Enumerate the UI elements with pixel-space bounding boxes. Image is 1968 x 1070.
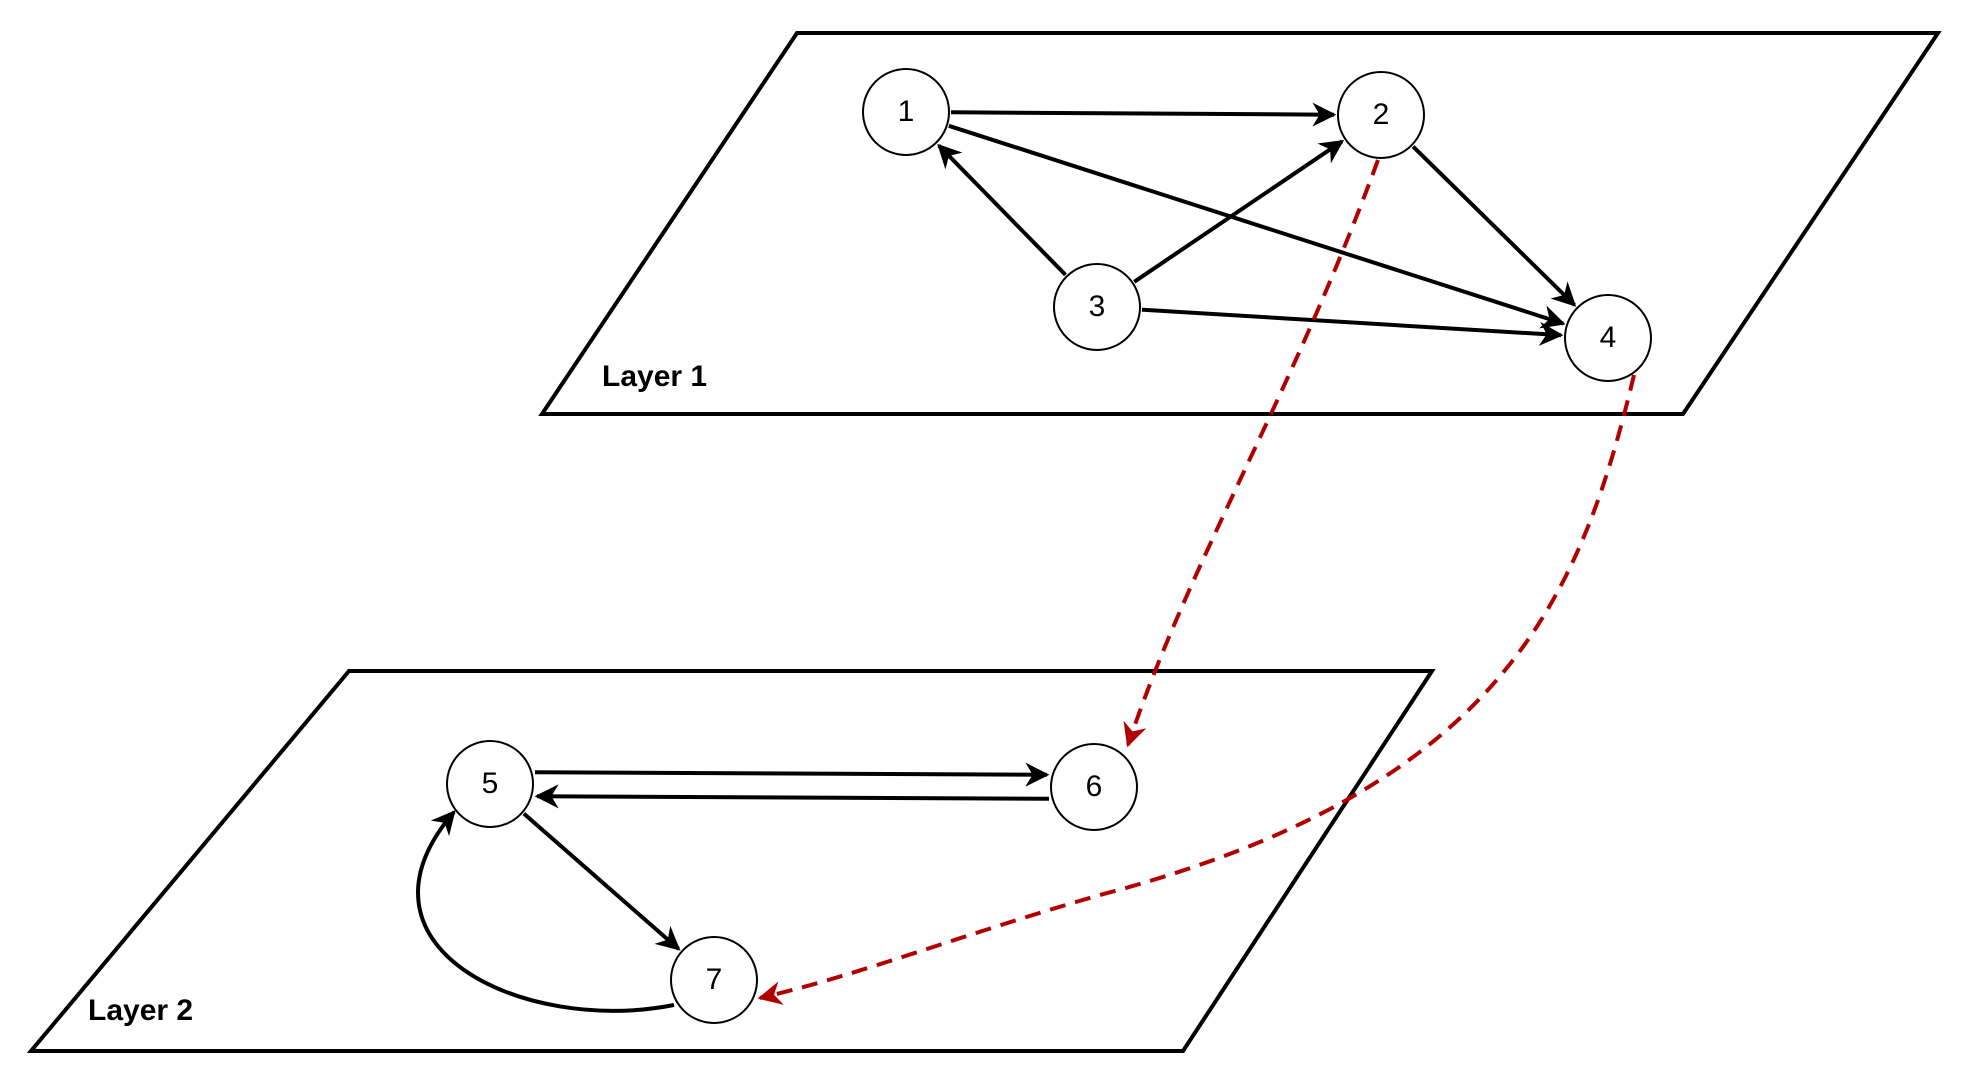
edge-5-to-6 bbox=[534, 762, 1050, 787]
node-label: 5 bbox=[482, 767, 499, 800]
edge-2-to-6 bbox=[1123, 159, 1380, 748]
node-1[interactable]: 1 bbox=[862, 68, 950, 156]
node-label: 7 bbox=[706, 963, 723, 996]
edge-5-to-7 bbox=[522, 812, 681, 951]
edge-6-to-5 bbox=[534, 784, 1050, 809]
layer-1-plane bbox=[538, 31, 1942, 416]
node-3[interactable]: 3 bbox=[1053, 263, 1141, 351]
node-label: 3 bbox=[1089, 290, 1106, 323]
node-circle bbox=[1564, 294, 1652, 382]
node-5[interactable]: 5 bbox=[446, 740, 534, 828]
node-label: 4 bbox=[1600, 321, 1617, 354]
edges-group bbox=[416, 102, 1636, 1013]
edge-3-to-4 bbox=[1141, 307, 1564, 346]
edge-2-to-4 bbox=[1411, 145, 1577, 307]
node-label: 2 bbox=[1373, 98, 1390, 131]
node-2[interactable]: 2 bbox=[1337, 71, 1425, 159]
edge-1-to-2 bbox=[950, 102, 1337, 127]
node-4[interactable]: 4 bbox=[1564, 294, 1652, 382]
node-circle bbox=[670, 936, 758, 1024]
node-circle bbox=[1050, 743, 1138, 831]
layer-2-label: Layer 2 bbox=[88, 994, 193, 1027]
node-6[interactable]: 6 bbox=[1050, 743, 1138, 831]
node-circle bbox=[446, 740, 534, 828]
node-label: 6 bbox=[1086, 770, 1103, 803]
node-circle bbox=[1337, 71, 1425, 159]
edge-3-to-2 bbox=[1133, 139, 1345, 284]
node-label: 1 bbox=[898, 95, 915, 128]
edge-3-to-1 bbox=[937, 143, 1067, 277]
node-7[interactable]: 7 bbox=[670, 936, 758, 1024]
node-circle bbox=[1053, 263, 1141, 351]
nodes-group: 1 2 3 4 5 6 7 bbox=[446, 68, 1652, 1024]
edge-1-to-4 bbox=[948, 123, 1566, 329]
edge-7-to-5 bbox=[416, 810, 675, 1013]
layer-1-label: Layer 1 bbox=[602, 360, 707, 393]
edge-4-to-7 bbox=[757, 374, 1636, 1005]
node-circle bbox=[862, 68, 950, 156]
